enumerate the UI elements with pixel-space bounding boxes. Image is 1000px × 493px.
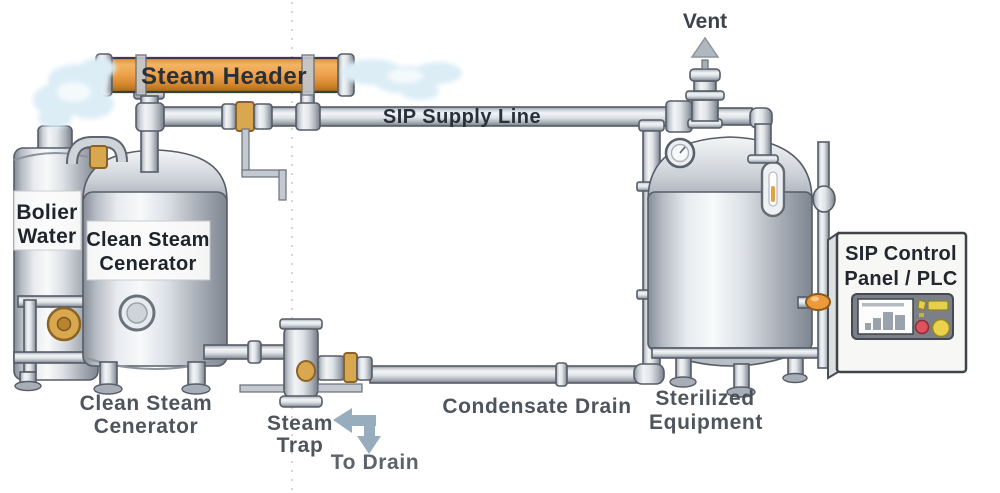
vent-assembly: Vent xyxy=(665,10,727,133)
sip-supply-line: SIP Supply Line xyxy=(135,101,779,201)
brass-supply-valve xyxy=(235,101,255,132)
header-band-right xyxy=(301,54,315,96)
orange-valve-highlight xyxy=(811,296,819,302)
steam-puff xyxy=(414,62,462,84)
brass-relief-fitting xyxy=(89,145,108,169)
vent-body xyxy=(691,99,719,122)
trap-bottom-flange xyxy=(279,395,323,408)
vent-flange xyxy=(685,90,725,101)
steam-puff-highlight xyxy=(57,82,91,102)
steam-trap-label-line2: Trap xyxy=(277,434,324,457)
screen-header-bar xyxy=(862,303,904,307)
condensate-coupling xyxy=(555,362,568,387)
riser-tee-coupling xyxy=(638,119,665,132)
generator-foot-left xyxy=(93,383,123,395)
sterilized-caption-line1: Sterilized xyxy=(655,387,754,410)
steam-puff xyxy=(38,108,72,128)
level-indicator-fluid xyxy=(771,186,775,202)
flow-arrow-down-icon xyxy=(357,436,381,454)
crossover-pipe xyxy=(68,138,126,165)
panel-title-line1: SIP Control xyxy=(845,243,957,265)
generator-label-line1: Clean Steam xyxy=(86,229,209,251)
indicator-lamp-wide xyxy=(927,300,949,311)
boiler-water-tank: Bolier Water xyxy=(13,125,101,392)
trap-lower-arm xyxy=(317,383,363,393)
boiler-foot-pad xyxy=(14,380,42,392)
sip-control-panel: SIP Control Panel / PLC xyxy=(797,231,968,380)
steam-puff-highlight xyxy=(387,69,423,83)
steam-trap-assembly: Steam Trap xyxy=(239,318,373,457)
condensate-drain-line: Condensate Drain xyxy=(369,362,665,418)
trap-outlet-coupling xyxy=(317,355,345,381)
screen-bar-chart-icon xyxy=(865,312,905,330)
loop-pipe-down xyxy=(754,123,772,159)
trap-top-flange xyxy=(279,318,323,330)
trap-outlet-nipple xyxy=(356,356,373,381)
orange-valve-handle xyxy=(805,293,831,311)
feed-pipe-down xyxy=(241,128,250,175)
pressure-gauge-needle xyxy=(679,146,686,154)
brass-valve-hub xyxy=(56,316,72,332)
supply-coupling-a xyxy=(221,103,237,130)
sterilized-equipment-tank xyxy=(636,121,836,398)
steam-puff xyxy=(401,84,439,100)
feed-pipe-into-dome xyxy=(278,169,287,201)
steam-cloud-left xyxy=(33,58,116,128)
supply-coupling-b xyxy=(253,103,273,130)
boiler-label-line1: Bolier xyxy=(16,201,77,224)
generator-label-line2: Cenerator xyxy=(99,253,196,275)
trap-brass-port xyxy=(296,360,316,382)
indicator-mark xyxy=(919,313,924,317)
vent-collar xyxy=(693,80,717,92)
to-drain-flow: To Drain xyxy=(331,408,419,474)
vent-cap xyxy=(689,68,721,82)
equipment-foot-left xyxy=(669,376,697,388)
equipment-base-pipe xyxy=(651,347,829,359)
loop-flange xyxy=(747,154,779,164)
equipment-foot-center xyxy=(726,386,756,398)
supply-elbow-left xyxy=(135,102,165,132)
condensate-pipe xyxy=(369,365,649,384)
supply-tee-fitting xyxy=(295,102,321,131)
condensate-drain-label: Condensate Drain xyxy=(442,395,631,418)
outlet-coupling xyxy=(247,340,262,364)
equipment-body xyxy=(647,191,813,351)
trap-spigot xyxy=(239,384,285,393)
steam-cloud-right xyxy=(342,59,462,100)
equipment-foot-right xyxy=(782,372,808,384)
generator-label-plate xyxy=(86,220,211,281)
vent-arrow-icon xyxy=(690,36,720,58)
header-band-left xyxy=(135,54,147,96)
flow-arrow-left-icon xyxy=(333,408,376,433)
clean-steam-generator-tank: Clean Steam Cenerator xyxy=(66,136,289,395)
vent-tip xyxy=(701,59,709,70)
stop-button[interactable] xyxy=(914,319,930,335)
boiler-label-line2: Water xyxy=(17,225,76,248)
generator-sight-glass-inner xyxy=(126,302,148,324)
generator-caption-line1: Clean Steam xyxy=(80,392,213,415)
start-button[interactable] xyxy=(931,318,951,338)
generator-caption-line2: Cenerator xyxy=(94,415,199,438)
trap-brass-ring xyxy=(343,352,358,383)
to-drain-label: To Drain xyxy=(331,451,419,474)
boiler-label-plate xyxy=(13,190,82,251)
sterilized-caption-line2: Equipment xyxy=(649,411,763,434)
steam-header-label: Steam Header xyxy=(141,63,307,90)
flow-arrow-bend xyxy=(364,424,375,437)
generator-foot-right xyxy=(181,383,211,395)
steam-puff xyxy=(80,58,116,78)
panel-title-line2: Panel / PLC xyxy=(844,268,957,290)
sip-supply-line-label: SIP Supply Line xyxy=(383,106,541,128)
condensate-elbow xyxy=(633,363,665,385)
generator-outlet-pipe xyxy=(203,344,289,360)
indicator-lamp-small xyxy=(917,299,927,311)
steam-trap-label-line1: Steam xyxy=(267,412,333,435)
vent-label: Vent xyxy=(683,10,727,33)
side-port-knob xyxy=(812,185,836,213)
